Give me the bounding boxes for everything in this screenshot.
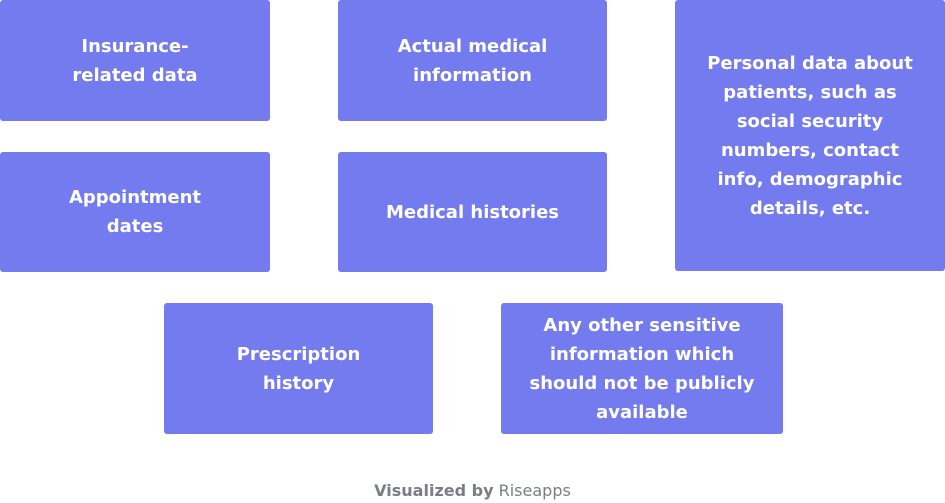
card-label: Actual medical information bbox=[397, 35, 548, 86]
card-label: Appointment dates bbox=[68, 187, 202, 237]
card-insurance-related-data: Insurance-related data bbox=[0, 0, 270, 121]
card-actual-medical-information: Actual medical information bbox=[338, 0, 607, 121]
card-label: Insurance-related data bbox=[72, 35, 198, 86]
card-label: Prescription history bbox=[236, 343, 361, 394]
card-personal-data: Personal data about patients, such as so… bbox=[675, 0, 945, 271]
card-prescription-history: Prescription history bbox=[164, 303, 433, 434]
card-other-sensitive-information: Any other sensitive information which sh… bbox=[501, 303, 783, 434]
footer-brand: Riseapps bbox=[498, 481, 571, 500]
footer-prefix: Visualized by bbox=[374, 481, 494, 500]
card-label: Medical histories bbox=[385, 201, 560, 223]
card-label: Personal data about patients, such as so… bbox=[707, 52, 913, 219]
footer-credit: Visualized by Riseapps bbox=[0, 481, 945, 500]
card-medical-histories: Medical histories bbox=[338, 152, 607, 272]
card-appointment-dates: Appointment dates bbox=[0, 152, 270, 272]
card-label: Any other sensitive information which sh… bbox=[529, 314, 755, 423]
